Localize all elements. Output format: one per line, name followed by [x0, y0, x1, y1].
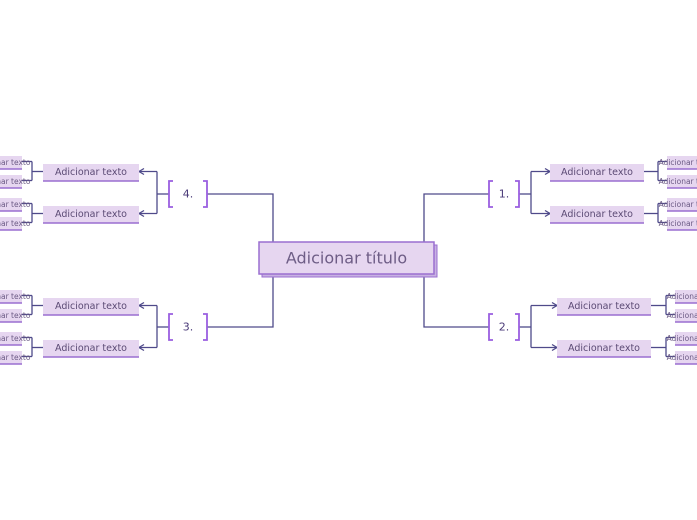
branch-label-2[interactable]: 2. [488, 313, 520, 341]
leaf-4-1-2-label: Adicionar texto [0, 177, 31, 186]
central-topic-label: Adicionar título [286, 249, 407, 268]
leaf-2-2-1[interactable]: Adicionar texto [667, 332, 697, 346]
branch-label-2-label: 2. [499, 321, 510, 334]
leaf-4-1-2[interactable]: Adicionar texto [0, 175, 31, 189]
subtopic-4-1-box [43, 164, 139, 181]
leaf-2-2-2-label: Adicionar texto [667, 353, 697, 362]
leaf-3-1-2-box [0, 309, 22, 322]
subtopic-3-2[interactable]: Adicionar texto [43, 340, 139, 358]
bracket-right [515, 313, 520, 341]
subtopic-1-1-box [550, 164, 644, 181]
leaf-3-1-2[interactable]: Adicionar texto [0, 309, 31, 323]
subtopic-3-2-box [43, 340, 139, 357]
leaf-1-1-2-box [667, 175, 697, 188]
leaf-3-2-1-box [0, 332, 22, 345]
subtopic-1-2[interactable]: Adicionar texto [550, 206, 644, 224]
subtopic-2-1-label: Adicionar texto [568, 301, 640, 312]
leaf-2-2-1-label: Adicionar texto [667, 334, 697, 343]
leaf-1-1-1[interactable]: Adicionar texto [659, 156, 697, 170]
leaf-1-1-1-box [667, 156, 697, 169]
bracket-left [168, 313, 173, 341]
leaf-2-1-2-box [675, 309, 697, 322]
subtopic-2-2-box [557, 340, 651, 357]
branch-connector [207, 193, 274, 242]
leaf-4-2-1-label: Adicionar texto [0, 200, 31, 209]
subtopic-1-2-box [550, 206, 644, 223]
leaf-1-2-1[interactable]: Adicionar texto [659, 198, 697, 212]
subtopic-4-2[interactable]: Adicionar texto [43, 206, 139, 224]
leaf-3-2-1[interactable]: Adicionar texto [0, 332, 31, 346]
connector-lines [22, 160, 675, 358]
leaf-3-1-1-box [0, 290, 22, 303]
subtopic-2-2-label: Adicionar texto [568, 343, 640, 354]
branch-label-1[interactable]: 1. [488, 180, 520, 208]
bracket-right [203, 180, 208, 208]
bracket-right [203, 313, 208, 341]
subtopic-2-1[interactable]: Adicionar texto [557, 298, 651, 316]
branch-label-3-label: 3. [183, 321, 194, 334]
leaf-1-2-1-box [667, 198, 697, 211]
leaf-4-2-1[interactable]: Adicionar texto [0, 198, 31, 212]
leaf-1-2-2-label: Adicionar texto [659, 219, 697, 228]
branch-connector [423, 274, 489, 328]
bracket-right [515, 180, 520, 208]
branch-label-4-label: 4. [183, 188, 194, 201]
leaf-3-1-2-label: Adicionar texto [0, 311, 31, 320]
central-topic-box [259, 242, 434, 274]
leaf-4-2-2-box [0, 217, 22, 230]
leaf-2-2-2[interactable]: Adicionar texto [667, 351, 697, 365]
leaf-2-1-1[interactable]: Adicionar texto [667, 290, 697, 304]
subtopic-3-1-label: Adicionar texto [55, 301, 127, 312]
branch-connector [207, 274, 274, 328]
branch-label-4[interactable]: 4. [168, 180, 208, 208]
bracket-left [168, 180, 173, 208]
leaf-2-1-1-box [675, 290, 697, 303]
leaf-1-1-1-label: Adicionar texto [659, 158, 697, 167]
subtopic-4-2-label: Adicionar texto [55, 209, 127, 220]
subtopic-4-1-label: Adicionar texto [55, 167, 127, 178]
leaf-1-2-1-label: Adicionar texto [659, 200, 697, 209]
leaf-4-2-2[interactable]: Adicionar texto [0, 217, 31, 231]
subtopic-4-1[interactable]: Adicionar texto [43, 164, 139, 182]
leaf-2-2-2-box [675, 351, 697, 364]
leaf-4-1-2-box [0, 175, 22, 188]
leaf-2-1-1-label: Adicionar texto [667, 292, 697, 301]
leaf-2-1-2-label: Adicionar texto [667, 311, 697, 320]
leaf-2-2-1-box [675, 332, 697, 345]
branch-label-1-label: 1. [499, 188, 510, 201]
subtopic-3-2-label: Adicionar texto [55, 343, 127, 354]
subtopic-1-1-label: Adicionar texto [561, 167, 633, 178]
leaf-4-2-2-label: Adicionar texto [0, 219, 31, 228]
subtopic-3-1[interactable]: Adicionar texto [43, 298, 139, 316]
leaf-3-2-1-label: Adicionar texto [0, 334, 31, 343]
leaf-4-2-1-box [0, 198, 22, 211]
leaf-4-1-1-box [0, 156, 22, 169]
leaf-3-1-1[interactable]: Adicionar texto [0, 290, 31, 304]
subtopic-4-2-box [43, 206, 139, 223]
branch-label-3[interactable]: 3. [168, 313, 208, 341]
leaf-3-2-2[interactable]: Adicionar texto [0, 351, 31, 365]
subtopic-2-2[interactable]: Adicionar texto [557, 340, 651, 358]
leaf-1-2-2-box [667, 217, 697, 230]
central-topic-border [258, 241, 435, 275]
leaf-1-1-2[interactable]: Adicionar texto [659, 175, 697, 189]
subtopic-1-2-label: Adicionar texto [561, 209, 633, 220]
bracket-left [488, 313, 493, 341]
branch-connector [423, 193, 489, 242]
subtopic-2-1-box [557, 298, 651, 315]
leaf-1-2-2[interactable]: Adicionar texto [659, 217, 697, 231]
leaf-3-2-2-label: Adicionar texto [0, 353, 31, 362]
leaf-4-1-1-label: Adicionar texto [0, 158, 31, 167]
subtopic-3-1-box [43, 298, 139, 315]
leaf-2-1-2[interactable]: Adicionar texto [667, 309, 697, 323]
bracket-left [488, 180, 493, 208]
subtopic-1-1[interactable]: Adicionar texto [550, 164, 644, 182]
leaf-1-1-2-label: Adicionar texto [659, 177, 697, 186]
leaf-3-2-2-box [0, 351, 22, 364]
leaf-4-1-1[interactable]: Adicionar texto [0, 156, 31, 170]
central-topic[interactable]: Adicionar título [258, 241, 438, 278]
leaf-3-1-1-label: Adicionar texto [0, 292, 31, 301]
